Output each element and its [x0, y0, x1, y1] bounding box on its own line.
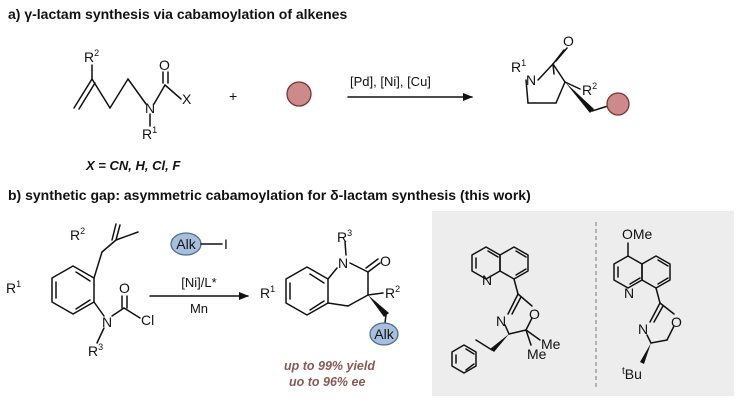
- product-coupled-circle: [606, 92, 630, 116]
- panel-b-conditions-bottom: Mn: [190, 301, 208, 316]
- product-r2: R2: [582, 81, 597, 98]
- sm-r1: R1: [6, 279, 21, 296]
- panel-a-title: a) γ-lactam synthesis via cabamoylation …: [8, 6, 347, 22]
- sm-o: O: [119, 280, 130, 296]
- prod-r3: R3: [337, 228, 352, 245]
- x-definition: X = CN, H, Cl, F: [85, 158, 181, 173]
- prod-r2: R2: [385, 284, 400, 301]
- prod-o: O: [380, 253, 391, 269]
- product-n: N: [526, 72, 536, 88]
- atom-n: N: [145, 100, 155, 116]
- sm-r3: R3: [88, 342, 103, 359]
- ligand-1-structure: [451, 246, 541, 374]
- ligand-box: [432, 211, 734, 396]
- coupling-partner-circle: [286, 81, 312, 107]
- prod-n: N: [338, 255, 348, 271]
- l2-n-oxazoline: N: [638, 321, 648, 337]
- product-r1: R1: [511, 58, 526, 75]
- plus-sign: +: [229, 88, 237, 104]
- substituent-r2: R2: [84, 48, 99, 65]
- product-o: O: [563, 33, 574, 49]
- ligand-2-structure: [613, 242, 675, 364]
- panel-b-substrate: [51, 223, 141, 344]
- panel-a-conditions: [Pd], [Ni], [Cu]: [350, 74, 431, 89]
- l2-n-quinoline: N: [624, 285, 634, 301]
- substituent-r1: R1: [142, 125, 157, 142]
- sm-cl: Cl: [141, 312, 154, 328]
- reagent-alk: Alk: [176, 236, 196, 252]
- l1-n-oxazoline: N: [496, 313, 506, 329]
- l1-me-upper: Me: [541, 336, 561, 352]
- panel-b-conditions-top: [Ni]/L*: [181, 275, 216, 290]
- l2-tbu-bu: Bu: [625, 366, 642, 382]
- sm-r2: R2: [70, 226, 85, 243]
- gamma-lactam-product: [525, 47, 609, 113]
- l2-ome: OMe: [622, 226, 653, 242]
- l1-me-lower: Me: [527, 346, 547, 362]
- l2-o: O: [671, 314, 682, 330]
- l1-n-quinoline: N: [482, 272, 492, 288]
- yield-line: up to 99% yield: [284, 359, 375, 373]
- atom-o: O: [159, 57, 170, 73]
- delta-lactam-product: [285, 241, 389, 324]
- prod-r1: R1: [260, 284, 275, 301]
- reagent-i: I: [224, 236, 228, 252]
- ee-line: uo to 96% ee: [289, 375, 365, 389]
- panel-a-substrate: [73, 64, 182, 127]
- l1-o: O: [529, 306, 540, 322]
- l2-tbu-t: t: [622, 366, 625, 377]
- atom-x: X: [182, 91, 192, 107]
- panel-b-title: b) synthetic gap: asymmetric cabamoylati…: [8, 187, 531, 203]
- sm-n: N: [102, 314, 112, 330]
- product-alkyl-oval: [369, 322, 399, 346]
- l2-tbu: tBu: [622, 366, 642, 382]
- prod-alk: Alk: [374, 326, 394, 342]
